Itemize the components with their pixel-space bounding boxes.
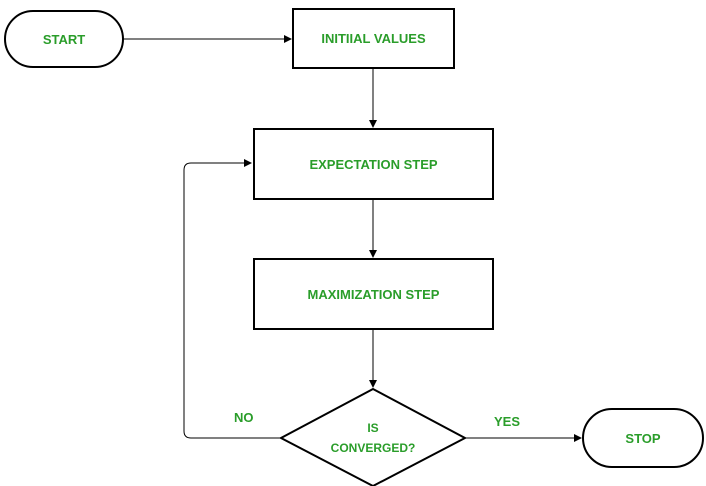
decision-line-1: IS bbox=[367, 421, 379, 435]
yes-edge-label: YES bbox=[494, 414, 521, 429]
expectation-step-node: EXPECTATION STEP bbox=[253, 128, 494, 200]
stop-label: STOP bbox=[625, 430, 661, 446]
decision-line-2: CONVERGED? bbox=[330, 441, 416, 455]
maximization-step-label: MAXIMIZATION STEP bbox=[307, 286, 440, 302]
maximization-step-node: MAXIMIZATION STEP bbox=[253, 258, 494, 330]
edge-decision-to-expectation-loop bbox=[183, 159, 281, 439]
start-label: START bbox=[42, 31, 86, 47]
start-node: START bbox=[4, 10, 124, 68]
decision-text: IS CONVERGED? bbox=[313, 418, 433, 458]
initial-values-node: INITIIAL VALUES bbox=[292, 8, 455, 69]
decision-diamond bbox=[278, 387, 468, 486]
no-edge-label: NO bbox=[234, 410, 254, 425]
stop-node: STOP bbox=[582, 408, 704, 468]
initial-values-label: INITIIAL VALUES bbox=[321, 31, 426, 46]
expectation-step-label: EXPECTATION STEP bbox=[309, 156, 438, 172]
